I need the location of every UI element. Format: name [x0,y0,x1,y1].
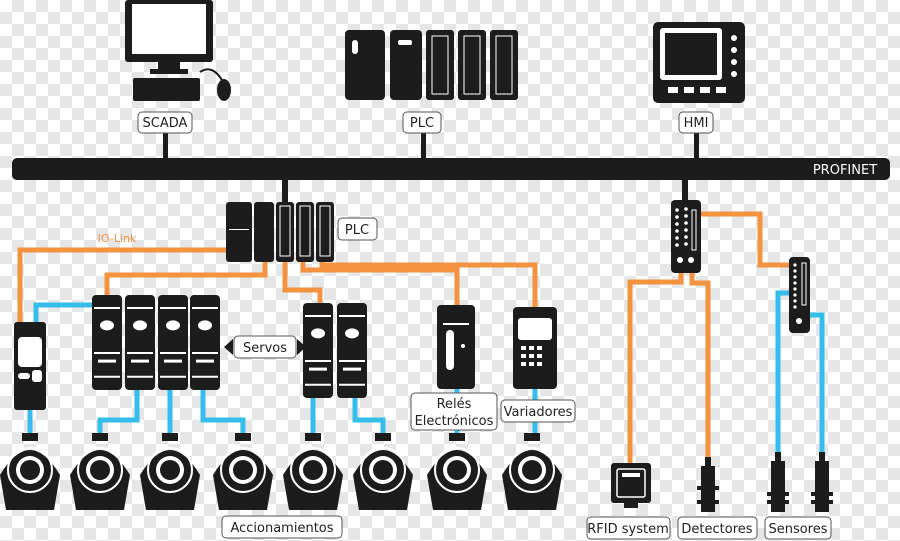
io-link-master-icon [671,200,701,273]
svg-text:Servos: Servos [243,341,287,356]
plc-mid-label: PLC [337,217,378,241]
svg-text:RFID system: RFID system [587,522,669,537]
svg-text:PLC: PLC [410,116,434,131]
motor-icon [283,433,343,510]
servo-drives-group-1 [92,295,220,390]
motor-icon [213,433,273,510]
electronic-relay-icon [437,305,475,389]
scada-computer-icon [125,0,231,101]
scada-label: SCADA [137,111,193,134]
motor-icon [353,433,413,510]
hmi-panel-icon [653,22,745,103]
svg-text:Electrónicos: Electrónicos [415,414,494,429]
profinet-bus: PROFINET [12,158,890,180]
hmi-label: HMI [678,111,714,134]
servo-drive-icon [303,303,333,398]
detector-icon [697,457,719,512]
motor-icon [0,433,60,510]
servos-label: Servos [224,335,306,359]
io-link-label: IO-Link [98,232,137,245]
reles-electronicos-label: Relés Electrónicos [410,392,498,431]
plc-mid-icon [226,202,334,262]
rfid-reader-icon [611,463,651,508]
io-link-device-icon [14,322,46,410]
svg-text:SCADA: SCADA [143,116,188,131]
svg-text:Sensores: Sensores [768,522,827,537]
motor-icon [427,433,487,510]
svg-text:Variadores: Variadores [504,405,573,420]
servo-drives-group-2 [303,303,367,398]
svg-text:PLC: PLC [345,223,369,238]
servo-drive-icon [92,295,122,390]
motors [0,433,562,510]
svg-text:Relés: Relés [437,397,472,412]
variadores-label: Variadores [500,399,576,423]
sensor-icons [767,452,833,512]
frequency-drive-icon [513,307,557,389]
svg-text:HMI: HMI [684,116,709,131]
sensores-label: Sensores [764,516,832,540]
plc-top-label: PLC [402,111,442,134]
servo-drive-icon [337,303,367,398]
io-link-hub-icon [789,257,810,333]
profinet-label: PROFINET [813,163,877,178]
servo-drive-icon [190,295,220,390]
plc-rack-icon [345,30,518,100]
motor-icon [140,433,200,510]
motor-icon [70,433,130,510]
detectores-label: Detectores [677,516,758,540]
rfid-system-label: RFID system [586,516,671,540]
bus-drops [163,133,699,205]
accionamientos-label: Accionamientos [221,515,343,539]
servo-drive-icon [158,295,188,390]
right-cables [627,211,825,464]
svg-text:Detectores: Detectores [681,522,752,537]
motor-icon [502,433,562,510]
servo-drive-icon [125,295,155,390]
svg-text:Accionamientos: Accionamientos [230,521,333,536]
